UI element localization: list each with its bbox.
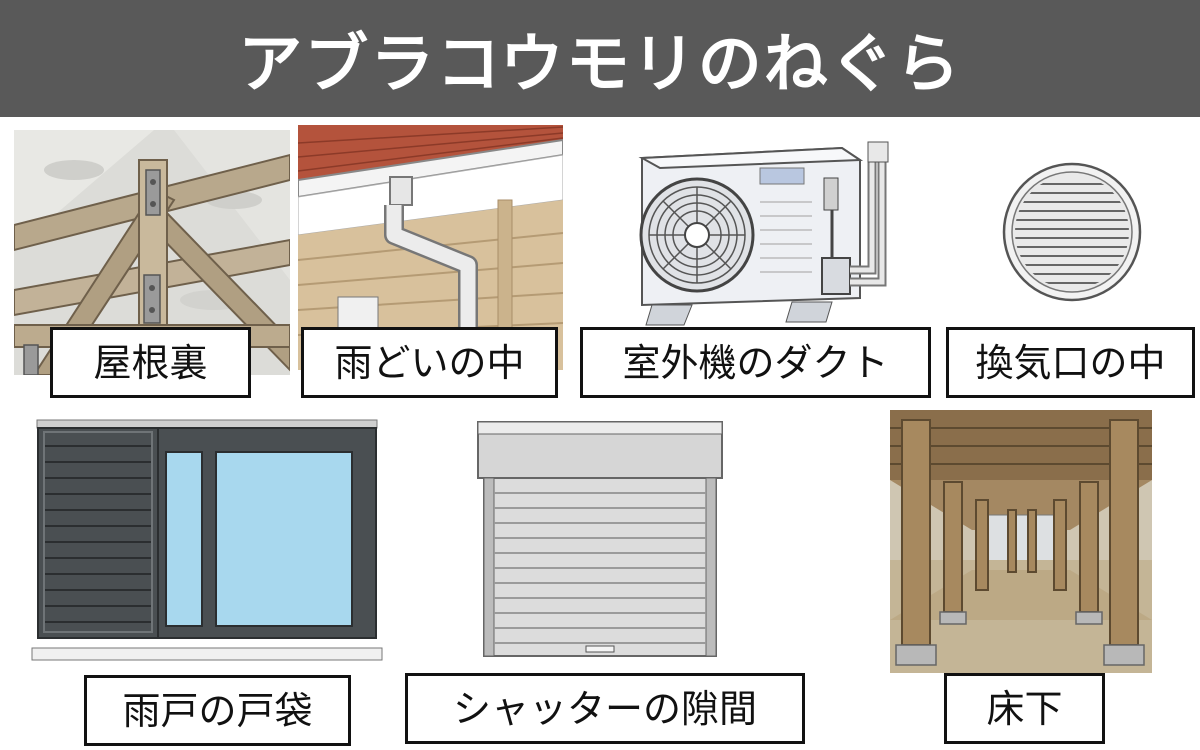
roost-label-vent: 換気口の中 bbox=[946, 327, 1195, 398]
rolling-shutter-icon bbox=[476, 418, 726, 660]
page-title: アブラコウモリのねぐら bbox=[238, 27, 962, 102]
crawl-space-icon bbox=[890, 410, 1152, 673]
roost-label-shutter-box: 雨戸の戸袋 bbox=[84, 675, 351, 746]
ac-outdoor-unit-icon bbox=[632, 140, 892, 330]
roost-label-attic: 屋根裏 bbox=[50, 327, 251, 398]
roost-label-gutter: 雨どいの中 bbox=[301, 327, 558, 398]
roost-label-shutter-gap: シャッターの隙間 bbox=[405, 673, 805, 744]
round-vent-icon bbox=[990, 160, 1155, 305]
roost-label-underfloor: 床下 bbox=[944, 673, 1105, 744]
shutter-box-window-icon bbox=[30, 418, 385, 663]
roost-label-ac-duct: 室外機のダクト bbox=[580, 327, 931, 398]
header-banner: アブラコウモリのねぐら bbox=[0, 0, 1200, 117]
